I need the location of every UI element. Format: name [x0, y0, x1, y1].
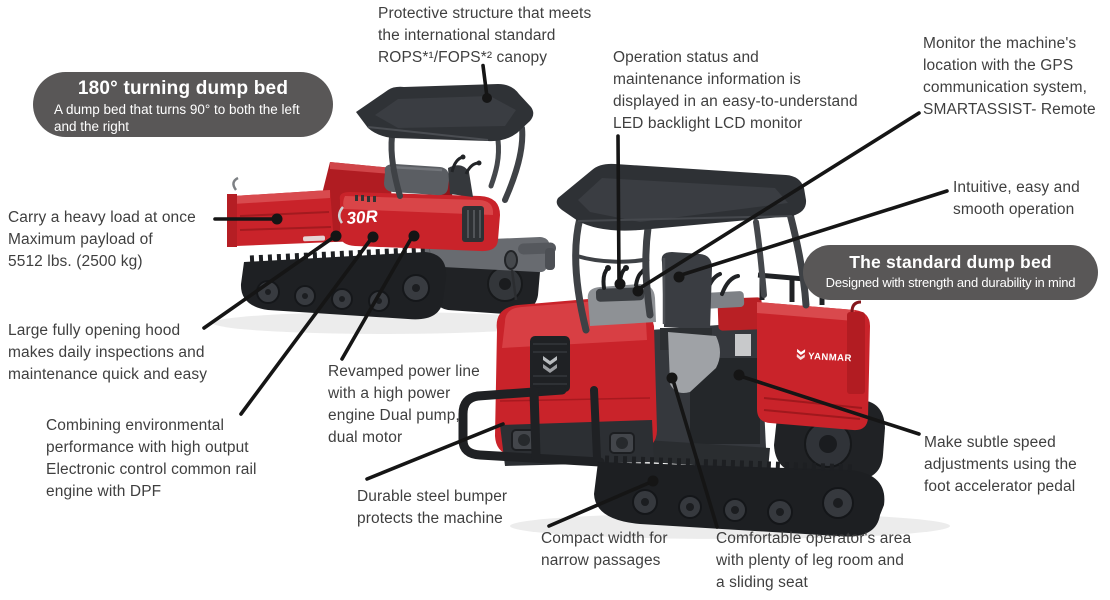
- leader-line-monitor: [616, 134, 621, 284]
- note-line: protects the machine: [357, 510, 503, 527]
- note-line: narrow passages: [541, 552, 661, 569]
- note-line: dual motor: [328, 429, 403, 446]
- right-machine-brand-label: YANMAR: [808, 351, 852, 364]
- leader-line-bumper: [365, 422, 505, 481]
- badge-180-turning-dump-bed: 180° turning dump bed A dump bed that tu…: [33, 72, 333, 137]
- badge-title: 180° turning dump bed: [77, 78, 289, 99]
- note-gps-smartassist: Monitor the machine's location with the …: [923, 33, 1096, 121]
- leader-line-powerline: [340, 235, 414, 361]
- leader-dot-width: [647, 475, 659, 487]
- note-line: engine with DPF: [46, 483, 162, 500]
- note-foot-pedal: Make subtle speed adjustments using the …: [924, 432, 1077, 498]
- note-line: Electronic control common rail: [46, 461, 257, 478]
- left-machine-body: 30R: [303, 192, 500, 252]
- badge-subtitle-line: and the right: [54, 118, 130, 134]
- leader-line-operation: [676, 189, 949, 278]
- note-line: location with the GPS: [923, 57, 1074, 74]
- leader-dot-operation: [673, 271, 685, 283]
- badge-subtitle: A dump bed that turns 90° to both the le…: [54, 102, 333, 135]
- leader-dot-gps: [632, 285, 644, 297]
- note-common-rail-engine: Combining environmental performance with…: [46, 415, 257, 503]
- note-operator-area: Comfortable operator's area with plenty …: [716, 528, 911, 594]
- right-machine-mirror: [504, 250, 518, 301]
- note-line: Carry a heavy load at once: [8, 209, 196, 226]
- note-line: Monitor the machine's: [923, 35, 1077, 52]
- leader-dot-canopy: [482, 93, 492, 103]
- left-machine: 30R: [213, 84, 557, 334]
- note-line: Revamped power line: [328, 363, 480, 380]
- note-line: foot accelerator pedal: [924, 478, 1076, 495]
- leader-line-width: [547, 480, 653, 528]
- note-line: Comfortable operator's area: [716, 530, 912, 547]
- note-smooth-operation: Intuitive, easy and smooth operation: [953, 177, 1080, 221]
- note-line: 5512 lbs. (2500 kg): [8, 253, 143, 270]
- leader-dot-engine: [367, 231, 379, 243]
- leader-dot-monitor: [614, 278, 626, 290]
- note-line: Durable steel bumper: [357, 488, 508, 505]
- note-power-line: Revamped power line with a high power en…: [328, 361, 480, 449]
- badge-subtitle: Designed with strength and durability in…: [825, 275, 1076, 290]
- right-machine: YANMAR: [458, 163, 950, 539]
- note-rops-canopy: Protective structure that meets the inte…: [378, 3, 591, 69]
- note-line: with a high power: [328, 385, 451, 402]
- note-line: Compact width for: [541, 530, 668, 547]
- note-steel-bumper: Durable steel bumper protects the machin…: [357, 486, 507, 530]
- badge-subtitle-line: A dump bed that turns 90° to both the le…: [54, 102, 300, 117]
- note-line: makes daily inspections and: [8, 344, 205, 361]
- left-machine-shadow: [213, 312, 557, 334]
- note-opening-hood: Large fully opening hood makes daily ins…: [8, 320, 207, 386]
- note-line: ROPS*¹/FOPS*² canopy: [378, 49, 548, 66]
- note-line: performance with high output: [46, 439, 249, 456]
- note-line: a sliding seat: [716, 574, 808, 591]
- leader-line-pedal: [738, 374, 921, 436]
- leader-dot-operator-area: [666, 372, 678, 384]
- leader-dot-payload: [271, 213, 283, 225]
- note-max-payload: Carry a heavy load at once Maximum paylo…: [8, 207, 196, 273]
- left-machine-near-track: [240, 246, 447, 320]
- badge-standard-dump-bed: The standard dump bed Designed with stre…: [803, 245, 1098, 300]
- note-line: Large fully opening hood: [8, 322, 181, 339]
- right-machine-near-track: [594, 455, 885, 537]
- note-line: communication system,: [923, 79, 1088, 96]
- note-line: Protective structure that meets: [378, 5, 592, 22]
- note-line: Operation status and: [613, 49, 759, 66]
- right-machine-dump-bed: YANMAR: [757, 272, 870, 431]
- note-line: engine Dual pump,: [328, 407, 460, 424]
- note-line: Maximum payload of: [8, 231, 153, 248]
- leader-dot-pedal: [733, 369, 745, 381]
- note-line: Intuitive, easy and: [953, 179, 1080, 196]
- note-line: LED backlight LCD monitor: [613, 115, 803, 132]
- leader-line-engine: [239, 237, 373, 416]
- leader-line-hood: [202, 235, 336, 330]
- leader-line-canopy: [481, 63, 489, 99]
- yanmar-grille-chevron-icon: [543, 356, 557, 373]
- leader-line-operator-area: [671, 378, 719, 529]
- badge-title: The standard dump bed: [849, 252, 1052, 272]
- left-machine-model-label: 30R: [346, 207, 379, 228]
- yanmar-chevron-icon: [796, 348, 806, 361]
- note-line: adjustments using the: [924, 456, 1077, 473]
- note-line: displayed in an easy-to-understand: [613, 93, 858, 110]
- note-line: with plenty of leg room and: [716, 552, 904, 569]
- note-line: SMARTASSIST- Remote: [923, 101, 1096, 118]
- leader-line-gps: [635, 111, 921, 292]
- note-line: Make subtle speed: [924, 434, 1056, 451]
- note-line: Combining environmental: [46, 417, 225, 434]
- leader-dot-powerline: [408, 230, 420, 242]
- note-line: maintenance information is: [613, 71, 801, 88]
- note-line: smooth operation: [953, 201, 1075, 218]
- note-line: the international standard: [378, 27, 556, 44]
- note-line: maintenance quick and easy: [8, 366, 208, 383]
- note-compact-width: Compact width for narrow passages: [541, 528, 668, 572]
- leader-lines: [202, 63, 949, 529]
- left-machine-vents: [355, 195, 376, 202]
- right-machine-seat: [660, 252, 720, 393]
- leader-dot-hood: [330, 230, 342, 242]
- note-lcd-monitor: Operation status and maintenance informa…: [613, 47, 858, 135]
